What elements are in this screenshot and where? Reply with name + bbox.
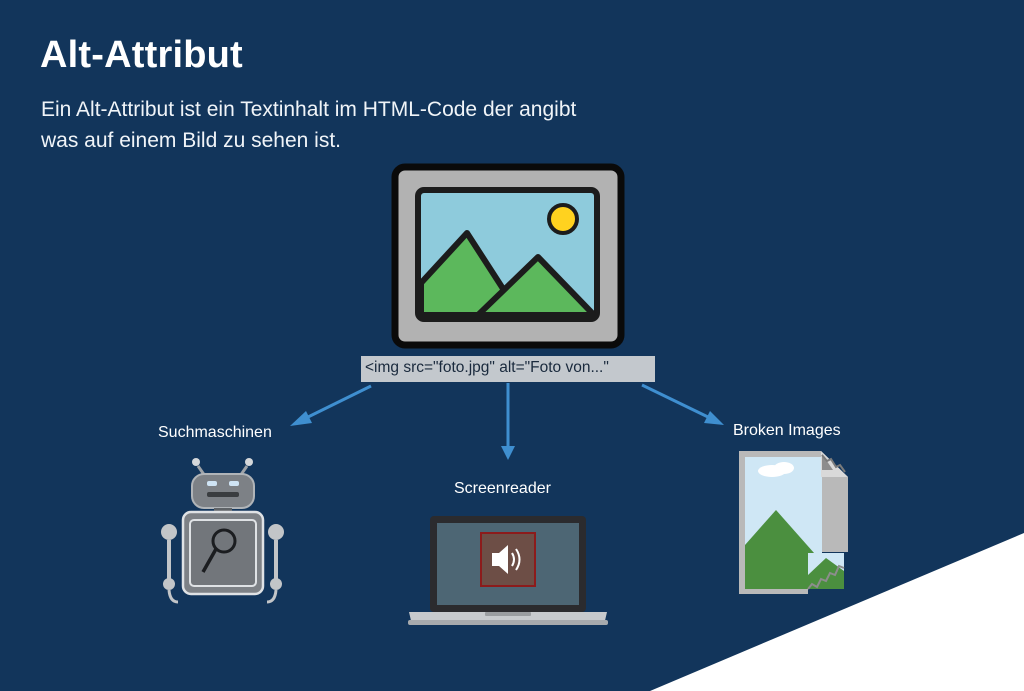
corner-decoration	[650, 533, 1024, 691]
broken-image-icon	[739, 451, 848, 594]
screenreader-label: Screenreader	[454, 480, 551, 497]
image-placeholder-icon	[391, 163, 625, 349]
description-line-2: was auf einem Bild zu sehen ist.	[41, 129, 341, 152]
page-description: Ein Alt-Attribut ist ein Textinhalt im H…	[41, 94, 701, 156]
page-title: Alt-Attribut	[40, 34, 243, 76]
seo-label: Suchmaschinen	[158, 424, 272, 441]
robot-search-icon	[161, 458, 284, 604]
description-line-1: Ein Alt-Attribut ist ein Textinhalt im H…	[41, 98, 577, 121]
laptop-speaker-icon	[408, 516, 608, 625]
arrow-to-seo	[290, 384, 372, 426]
arrow-to-screenreader	[501, 383, 515, 460]
html-code-example: <img src="foto.jpg" alt="Foto von..."	[361, 356, 655, 382]
arrow-to-broken	[641, 383, 724, 425]
broken-images-label: Broken Images	[733, 422, 841, 439]
